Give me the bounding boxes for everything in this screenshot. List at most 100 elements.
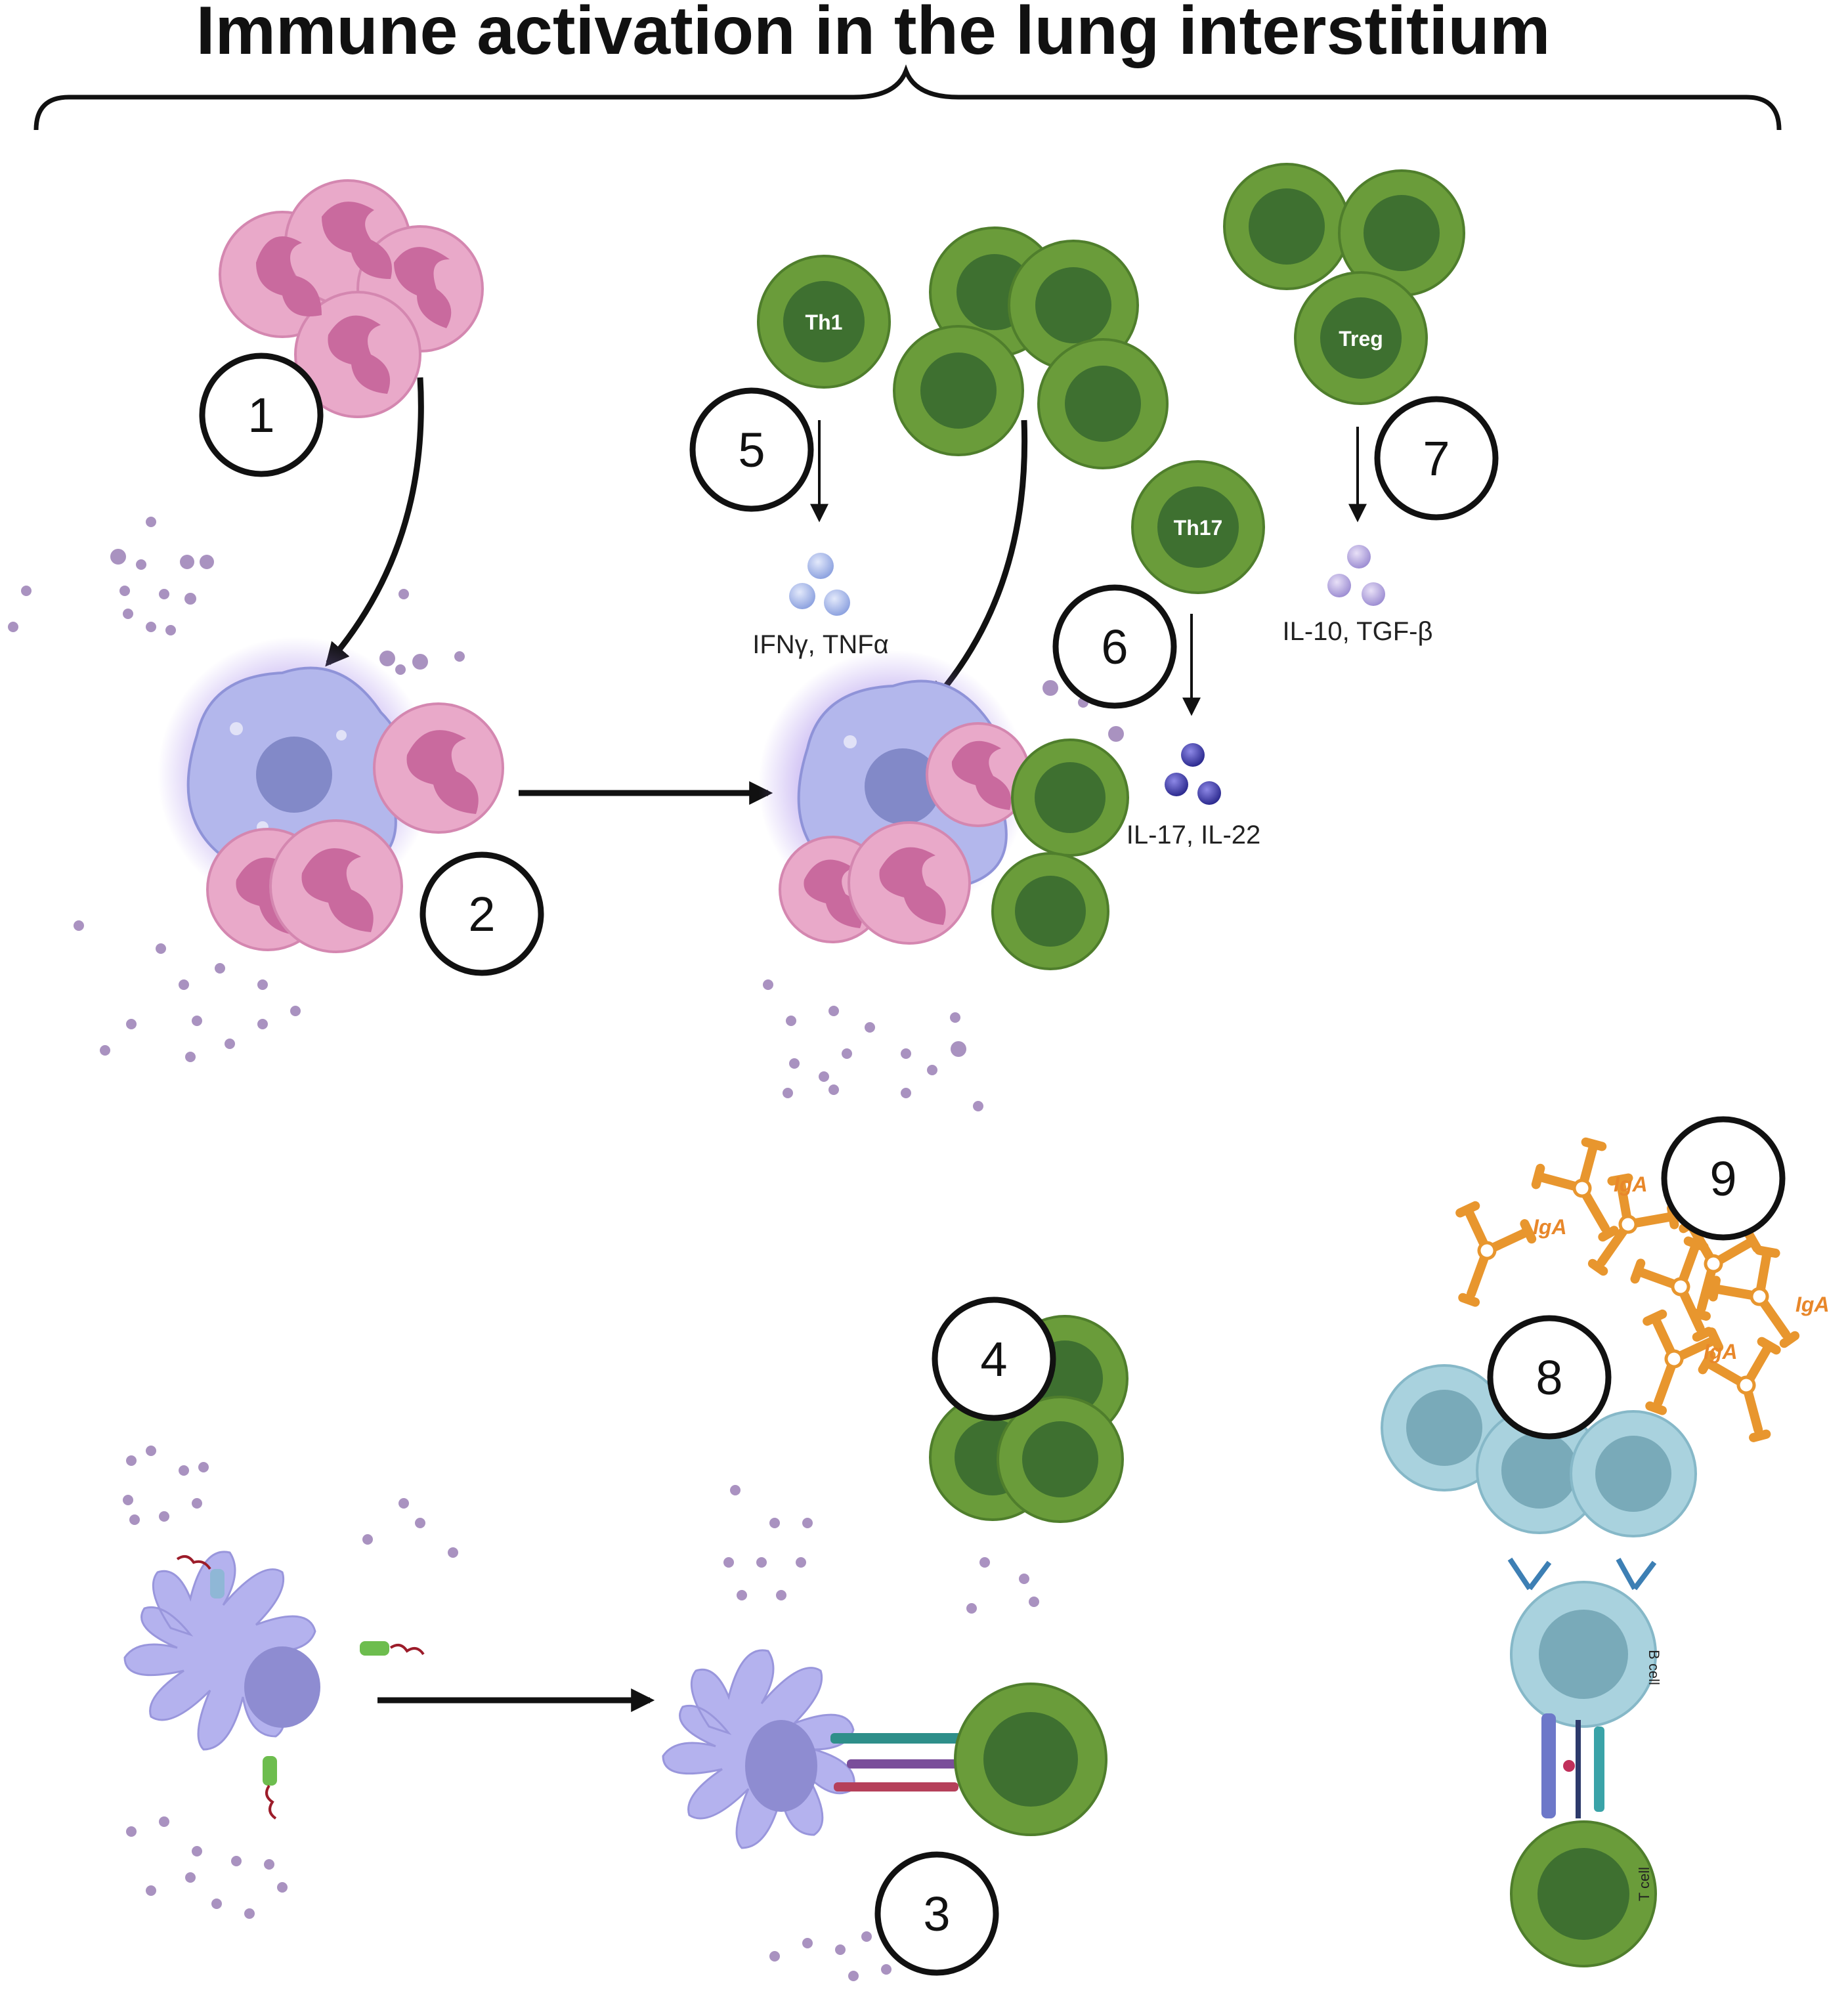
- debris-particle: [769, 1518, 780, 1528]
- debris-particle: [156, 943, 166, 954]
- t-cell-label: T cell: [1636, 1867, 1652, 1901]
- step-7-circle: [1374, 396, 1499, 521]
- dendritic-cell-synapse: [662, 1649, 1107, 1849]
- debris-particle: [179, 979, 189, 990]
- step-7-number: 7: [1423, 431, 1450, 486]
- step-4-number: 4: [980, 1332, 1007, 1386]
- debris-particle: [848, 1971, 859, 1981]
- step-6-circle: [1052, 584, 1177, 709]
- step-8-number: 8: [1536, 1350, 1562, 1405]
- debris-particle: [769, 1951, 780, 1962]
- debris-particle: [973, 1101, 983, 1111]
- debris-particle: [395, 664, 406, 675]
- th1-label: Th1: [806, 311, 843, 334]
- debris-particle: [74, 920, 84, 931]
- debris-particle: [951, 1041, 966, 1057]
- debris-particle: [179, 1465, 189, 1476]
- debris-particle: [789, 1058, 800, 1069]
- iga-label: IgA: [1614, 1172, 1648, 1196]
- debris-particle: [454, 651, 465, 662]
- title-brace: [33, 64, 1782, 131]
- debris-particle: [756, 1557, 767, 1568]
- iga-antibody: [1587, 1173, 1679, 1276]
- debris-particle: [165, 625, 176, 635]
- debris-particle: [257, 979, 268, 990]
- th17-cytokine-label: IL-17, IL-22: [1127, 821, 1261, 849]
- debris-particle: [146, 622, 156, 632]
- step-9-circle: [1661, 1116, 1786, 1241]
- debris-particle: [215, 963, 225, 974]
- debris-particle: [8, 622, 18, 632]
- debris-particle: [901, 1048, 911, 1059]
- t-cell-cluster-center: [893, 226, 1169, 469]
- debris-particle: [783, 1088, 793, 1098]
- debris-particle: [901, 1088, 911, 1098]
- step-3-number: 3: [923, 1887, 950, 1941]
- debris-particle: [211, 1898, 222, 1909]
- iga-label: IgA: [1795, 1293, 1830, 1316]
- debris-particle: [979, 1557, 990, 1568]
- step-6-number: 6: [1101, 620, 1128, 674]
- debris-particle: [100, 1045, 110, 1056]
- debris-particle: [415, 1518, 425, 1528]
- th1-cytokines: [789, 553, 850, 616]
- debris-particle: [379, 651, 395, 666]
- debris-particle: [257, 1019, 268, 1029]
- treg-label: Treg: [1339, 327, 1383, 351]
- debris-particle: [126, 1455, 137, 1466]
- debris-particle: [1029, 1597, 1039, 1607]
- treg-cluster: Treg: [1223, 163, 1465, 405]
- step-2-number: 2: [468, 887, 495, 941]
- debris-particle: [146, 1885, 156, 1896]
- th17-cell: Th17: [1131, 460, 1265, 594]
- debris-particle: [802, 1518, 813, 1528]
- step-5-number: 5: [738, 423, 765, 477]
- th1-cell: Th1: [757, 255, 891, 389]
- debris-particle: [192, 1846, 202, 1856]
- debris-particle: [835, 1944, 846, 1955]
- debris-particle: [776, 1590, 786, 1600]
- iga-antibody: [1531, 1137, 1619, 1242]
- th17-cytokines: [1165, 743, 1221, 805]
- debris-particle: [763, 979, 773, 990]
- debris-particle: [927, 1065, 937, 1075]
- neutrophils-left: [206, 702, 504, 953]
- treg-cytokine-label: IL-10, TGF-β: [1283, 617, 1433, 646]
- macrophage-group-center: [758, 650, 1129, 970]
- arrow-tcells-to-macrophage: [929, 419, 1028, 706]
- debris-particle: [796, 1557, 806, 1568]
- debris-particle: [180, 555, 194, 569]
- debris-particle: [119, 586, 130, 596]
- debris-particle: [231, 1856, 242, 1866]
- debris-particle: [185, 1872, 196, 1883]
- b-cell-label: B cell: [1646, 1650, 1662, 1685]
- debris-particle: [184, 593, 196, 605]
- debris-particle: [277, 1882, 288, 1893]
- b-cell-single: [1507, 1557, 1657, 1728]
- t-cell-single: [1510, 1820, 1657, 1967]
- th17-label: Th17: [1174, 516, 1223, 540]
- debris-particle: [159, 589, 169, 599]
- b-cell-cluster: [1381, 1364, 1697, 1537]
- debris-particle: [123, 1495, 133, 1505]
- debris-particle: [159, 1511, 169, 1522]
- debris-particle: [192, 1498, 202, 1509]
- debris-particle: [159, 1816, 169, 1827]
- debris-particle: [192, 1016, 202, 1026]
- debris-particle: [861, 1931, 872, 1942]
- debris-particle: [1019, 1574, 1029, 1584]
- arrow-neutrophil-to-macrophage: [325, 377, 424, 667]
- step-5-circle: [689, 387, 814, 512]
- neutrophil-cluster: [219, 179, 484, 418]
- debris-particle: [200, 555, 214, 569]
- debris-particle: [110, 549, 126, 565]
- iga-antibody: [1643, 1309, 1724, 1415]
- debris-particle: [198, 1462, 209, 1472]
- debris-particles: [8, 517, 1124, 1981]
- debris-particle: [881, 1964, 892, 1975]
- step-9-number: 9: [1709, 1151, 1736, 1206]
- debris-particle: [828, 1006, 839, 1016]
- debris-particle: [950, 1012, 960, 1023]
